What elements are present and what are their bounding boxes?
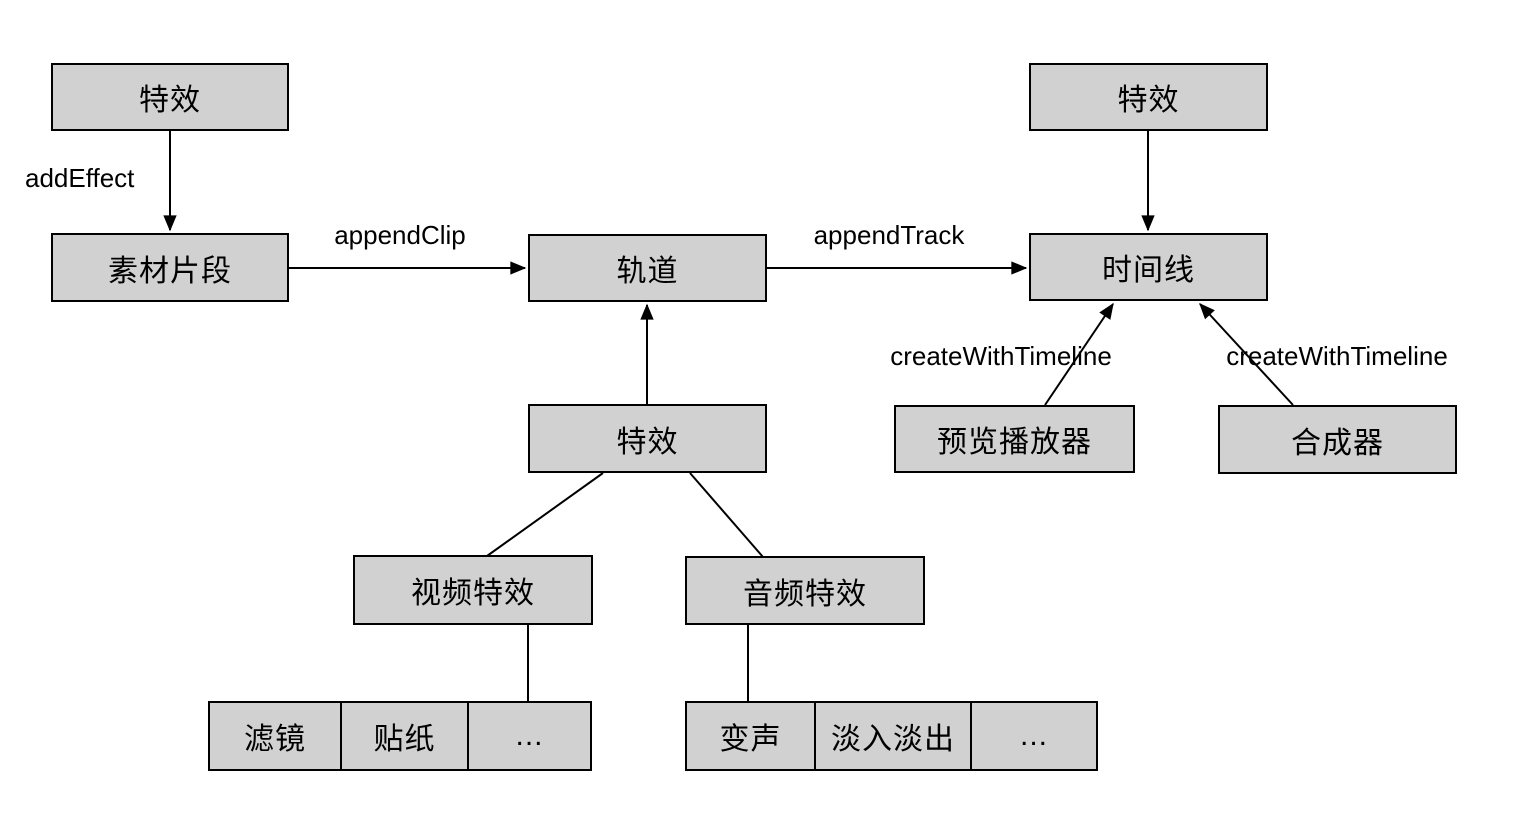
node-preview-player: 预览播放器: [894, 405, 1135, 473]
audio-effect-types-cell-2: ...: [970, 703, 1096, 769]
node-effect-mid: 特效: [528, 404, 767, 473]
node-effect-top-right: 特效: [1029, 63, 1268, 131]
video-effect-types-cell-0: 滤镜: [244, 723, 306, 756]
row-audio-effect-types: 变声淡入淡出...: [685, 701, 1098, 771]
edge-label-append-track: appendTrack: [813, 220, 965, 250]
edge-label-create-with-timeline-right: createWithTimeline: [1226, 341, 1448, 371]
edge-label-append-clip: appendClip: [334, 220, 466, 250]
node-clip: 素材片段: [51, 233, 289, 302]
edge-label-create-with-timeline-left: createWithTimeline: [890, 341, 1112, 371]
node-effect-top-left: 特效: [51, 63, 289, 131]
row-video-effect-types: 滤镜 贴纸...: [208, 701, 592, 771]
node-video-effect: 视频特效: [353, 555, 593, 625]
video-effect-types-cell-2: ...: [467, 703, 590, 769]
video-effect-types-cell-1: 贴纸: [340, 703, 467, 769]
node-compositor: 合成器: [1218, 405, 1457, 474]
audio-effect-types-cell-0: 变声: [719, 723, 782, 756]
node-timeline: 时间线: [1029, 233, 1268, 301]
audio-effect-types-cell-1: 淡入淡出: [814, 703, 970, 769]
node-audio-effect: 音频特效: [685, 556, 925, 625]
node-track: 轨道: [528, 234, 767, 302]
edge-label-add-effect: addEffect: [25, 163, 135, 193]
